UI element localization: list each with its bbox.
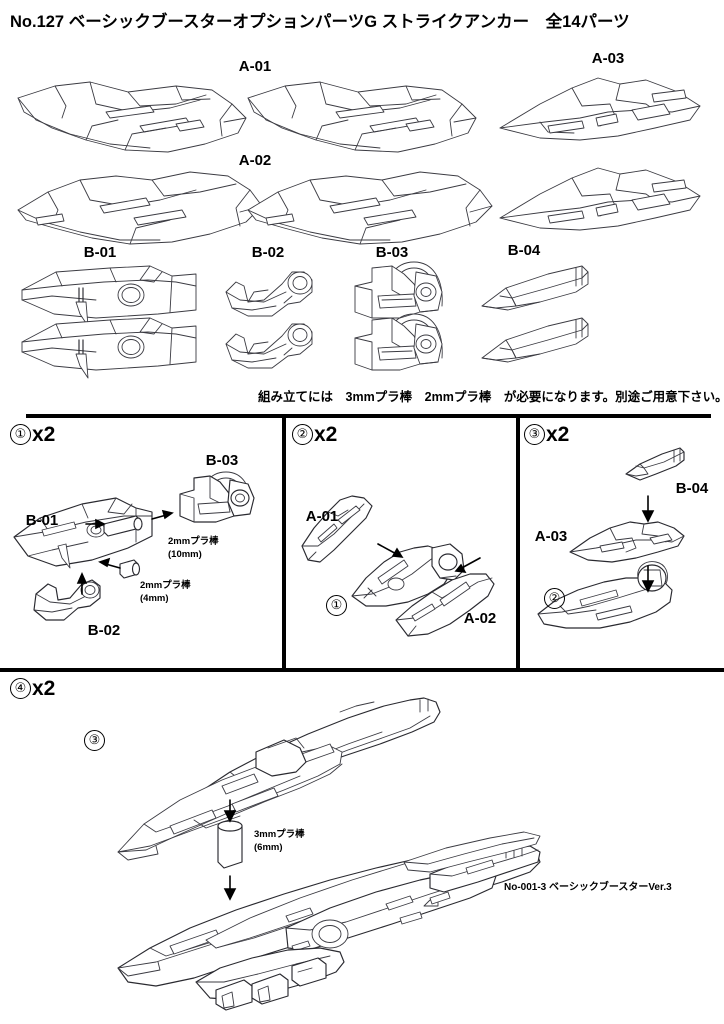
step1-label-b03: B-03 bbox=[205, 452, 239, 469]
part-drawing-b02-bottom bbox=[225, 323, 313, 369]
step-4-quantity: x2 bbox=[32, 677, 56, 700]
step2-label-a01: A-01 bbox=[305, 508, 339, 525]
step-1-quantity: x2 bbox=[32, 423, 56, 446]
part-drawing-a02-right bbox=[247, 171, 493, 245]
part-label-b03: B-03 bbox=[375, 244, 409, 261]
step1-rod-10mm-length: (10mm) bbox=[168, 549, 202, 560]
step4-rod-6mm-size: 3mmプラ棒 bbox=[254, 829, 305, 840]
step4-prev-assembly-ref: ③ bbox=[84, 730, 105, 751]
part-drawing-b02-top bbox=[225, 271, 313, 317]
step-4-number: ④ bbox=[10, 678, 31, 699]
step1-label-b02: B-02 bbox=[87, 622, 121, 639]
part-label-a02: A-02 bbox=[238, 152, 272, 169]
panel-row1-bottom-rule bbox=[0, 668, 724, 672]
step4-rod-6mm-length: (6mm) bbox=[254, 842, 283, 853]
part-label-b01: B-01 bbox=[83, 244, 117, 261]
part-label-b02: B-02 bbox=[251, 244, 285, 261]
step1-rod-10mm-size: 2mmプラ棒 bbox=[168, 536, 219, 547]
step3-label-b04: B-04 bbox=[675, 480, 709, 497]
step-1-number: ① bbox=[10, 424, 31, 445]
part-label-a03-top: A-03 bbox=[591, 50, 625, 67]
part-drawing-a02-left bbox=[17, 171, 263, 245]
panel-divider-1-2 bbox=[282, 418, 286, 668]
step-3-quantity: x2 bbox=[546, 423, 570, 446]
panel-row1-top-rule bbox=[26, 414, 711, 418]
step-3-number: ③ bbox=[524, 424, 545, 445]
part-drawing-a01-left bbox=[17, 81, 247, 153]
part-drawing-a03-top bbox=[499, 77, 701, 141]
step-2-number: ② bbox=[292, 424, 313, 445]
page-title: No.127 ベーシックブースターオプションパーツG ストライクアンカー 全14… bbox=[10, 13, 630, 31]
material-note: 組み立てには 3mmプラ棒 2mmプラ棒 が必要になります。別途ご用意下さい。 bbox=[258, 390, 724, 404]
part-label-b04: B-04 bbox=[507, 242, 541, 259]
step1-label-b01: B-01 bbox=[25, 512, 59, 529]
part-drawing-b03-top bbox=[354, 261, 443, 319]
step2-label-a02: A-02 bbox=[463, 610, 497, 627]
part-drawing-a01-right bbox=[247, 81, 477, 153]
step4-drawing bbox=[117, 697, 541, 1011]
part-label-a01: A-01 bbox=[238, 58, 272, 75]
step1-rod-4mm-size: 2mmプラ棒 bbox=[140, 580, 191, 591]
step3-prev-assembly-ref: ② bbox=[544, 588, 565, 609]
part-drawing-b04-top bbox=[481, 265, 589, 311]
step-2-quantity: x2 bbox=[314, 423, 338, 446]
part-drawing-b01-bottom bbox=[21, 317, 197, 379]
step3-label-a03: A-03 bbox=[534, 528, 568, 545]
part-drawing-b03-bottom bbox=[354, 313, 443, 371]
part-drawing-b01-top bbox=[21, 265, 197, 327]
part-drawing-b04-bottom bbox=[481, 317, 589, 363]
panel-divider-2-3 bbox=[516, 418, 520, 668]
footer-caption: No-001-3 ベーシックブースターVer.3 bbox=[504, 882, 672, 893]
step1-rod-4mm-length: (4mm) bbox=[140, 593, 169, 604]
part-drawing-a03-bottom bbox=[499, 167, 701, 231]
step2-prev-assembly-ref: ① bbox=[326, 595, 347, 616]
